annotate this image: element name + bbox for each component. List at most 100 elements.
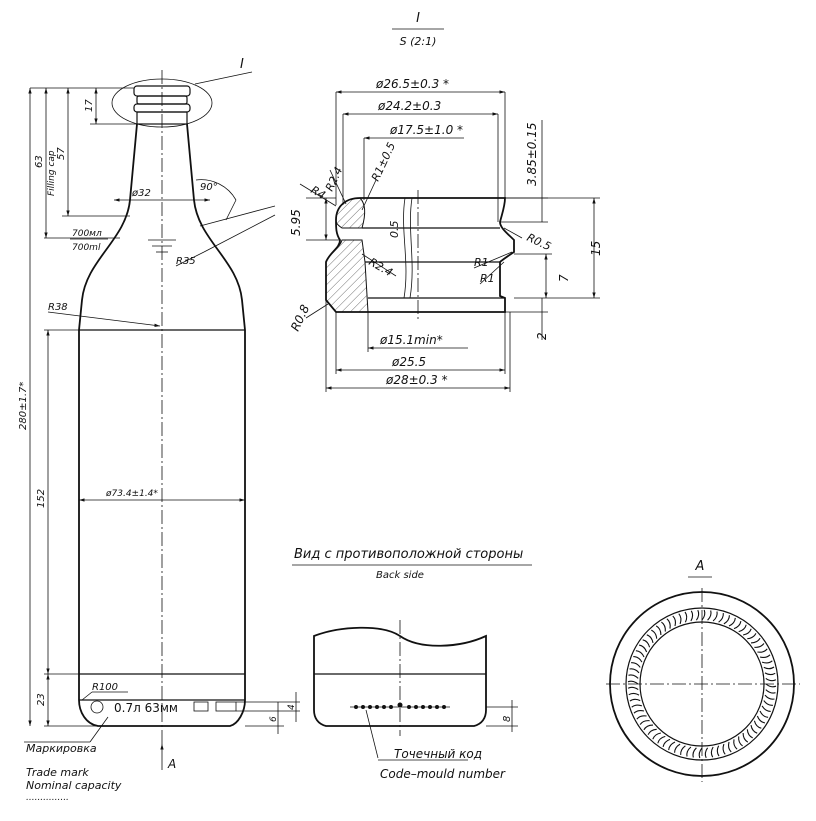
knurl-rib	[707, 610, 712, 621]
radius-4: R4	[309, 183, 328, 202]
knurl-rib	[674, 743, 681, 753]
knurl-rib	[657, 735, 666, 744]
knurl-rib	[628, 674, 639, 679]
knurl-rib	[710, 746, 714, 758]
knurl-rib	[728, 617, 736, 627]
back-side-view: Вид с противоположной стороны Back side …	[292, 547, 532, 781]
bottle-dimensions: 63 Filling cap 57 17 ø32 90° 700мл 700ml…	[18, 87, 300, 771]
knurl-rib	[750, 637, 761, 644]
knurl-rib	[655, 625, 662, 636]
knurl-rib	[738, 624, 747, 633]
knurl-rib	[686, 746, 692, 757]
knurl-rib	[733, 620, 742, 630]
knurl-rib	[661, 621, 666, 632]
dim-05: 0.5	[388, 221, 401, 239]
dim-6: 6	[269, 716, 279, 722]
knurl-rib	[746, 729, 753, 739]
code-mould-dots	[354, 702, 446, 709]
knurl-rib	[636, 715, 647, 720]
knurl-rib	[712, 611, 718, 622]
knurl-rib	[635, 650, 645, 658]
knurl-rib	[742, 628, 752, 636]
knurl-rib	[763, 666, 775, 670]
dim-total-height: 280±1.7*	[18, 382, 29, 430]
knurl-rib	[633, 656, 643, 663]
bottle-outline	[78, 70, 246, 745]
trade-mark-icon	[90, 700, 104, 714]
radius-24-mid: R2.4	[367, 255, 395, 279]
radius-1-b: R1	[480, 272, 495, 285]
knurl-rib	[698, 747, 703, 759]
dim-8: 8	[502, 716, 513, 722]
dim-d242: ø24.2±0.3	[377, 99, 441, 113]
knurl-rib	[704, 747, 709, 759]
code-label-en: Code–mould number	[380, 767, 506, 781]
legend-nominal-capacity: Nominal capacity	[26, 779, 122, 792]
detail-label: I	[416, 11, 420, 26]
knurl-rib	[643, 724, 654, 731]
knurl-rib	[759, 710, 769, 718]
view-a-label: A	[695, 559, 705, 574]
knurl-rib	[684, 611, 688, 623]
knurl-rib	[647, 728, 657, 735]
radius-100: R100	[92, 682, 118, 693]
knurl-rib	[742, 732, 749, 743]
base-knurling	[627, 609, 777, 759]
legend-dots: ...............	[26, 793, 69, 803]
dim-d175: ø17.5±1.0 *	[389, 123, 463, 137]
dim-385: 3.85±0.15	[525, 123, 539, 187]
knurl-rib	[764, 672, 776, 676]
legend-marking-ru: Маркировка	[26, 742, 97, 755]
knurl-rib	[631, 704, 643, 708]
knurl-rib	[757, 648, 768, 653]
knurl-rib	[627, 680, 639, 685]
filling-cap: Filling cap	[47, 150, 57, 196]
knurl-rib	[628, 692, 640, 696]
knurl-rib	[765, 683, 777, 688]
capacity-ru: 700мл	[72, 229, 102, 239]
knurl-rib	[756, 715, 766, 724]
dim-17: 17	[84, 99, 95, 112]
knurl-rib	[678, 613, 682, 625]
knurl-rib	[733, 739, 738, 750]
knurl-rib	[761, 705, 771, 712]
detail-callout-label: I	[240, 57, 244, 72]
knurl-rib	[680, 745, 686, 755]
dim-57: 57	[56, 147, 67, 160]
knurl-rib	[765, 677, 777, 682]
knurl-rib	[753, 720, 762, 729]
dim-595: 5.95	[289, 209, 303, 236]
detail-header: I S (2:1)	[392, 11, 444, 48]
dim-d151: ø15.1min*	[379, 333, 443, 347]
code-label-ru: Точечный код	[394, 747, 482, 761]
dim-2: 2	[535, 332, 549, 340]
capacity-en: 700ml	[72, 243, 101, 253]
knurl-rib	[642, 639, 651, 648]
knurl-rib	[646, 634, 654, 644]
knurl-rib	[672, 615, 677, 627]
radius-1-05: R1±0.5	[369, 140, 398, 183]
knurl-rib	[716, 745, 720, 757]
dim-63: 63	[34, 155, 45, 168]
knurl-rib	[633, 709, 645, 714]
radius-38: R38	[48, 302, 68, 313]
knurl-rib	[754, 643, 765, 648]
knurl-rib	[738, 736, 743, 747]
back-side-title-en: Back side	[376, 570, 424, 581]
knurl-rib	[692, 747, 697, 758]
detail-scale: S (2:1)	[400, 35, 437, 48]
knurl-rib	[723, 615, 730, 625]
back-side-title-ru: Вид с противоположной стороны	[294, 547, 523, 562]
dim-d255: ø25.5	[391, 355, 426, 369]
view-a-arrow-label: A	[167, 757, 176, 771]
dim-15: 15	[589, 241, 603, 256]
knurl-rib	[629, 668, 640, 674]
knurl-rib	[701, 609, 706, 621]
dim-4: 4	[287, 704, 297, 710]
radius-08: R0.8	[288, 302, 312, 333]
legend-trade-mark: Trade mark	[26, 766, 89, 779]
knurl-rib	[750, 724, 758, 734]
knurl-rib	[690, 610, 694, 622]
dim-152: 152	[36, 489, 47, 508]
